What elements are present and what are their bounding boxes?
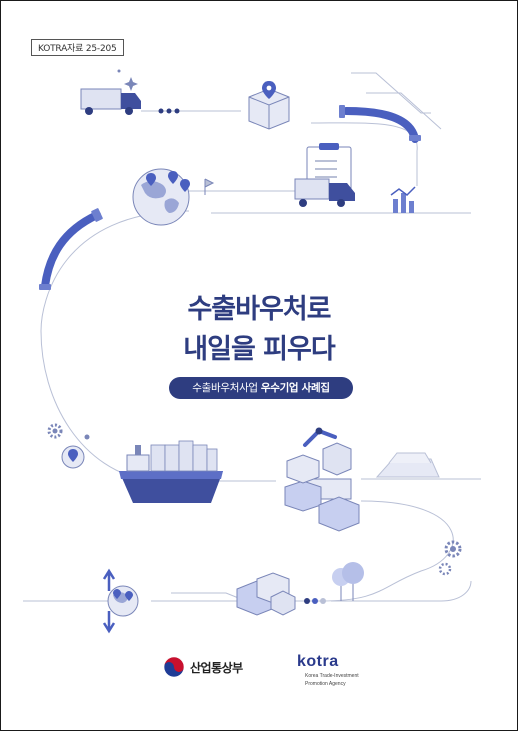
subtitle-bold: 우수기업 사례집 (260, 382, 330, 394)
cover-title-line2: 내일을 피우다 (183, 334, 335, 365)
kotra-subtitle-line2: Promotion Agency (305, 681, 346, 687)
subtitle-plain: 수출바우처사업 (192, 382, 258, 394)
kotra-wordmark: kotra (297, 653, 339, 670)
document-code: KOTRA자료 25-205 (31, 39, 124, 56)
subtitle-pill: 수출바우처사업 우수기업 사례집 (169, 377, 353, 399)
ministry-logo-block: 산업통상부 (163, 656, 243, 678)
ministry-name: 산업통상부 (190, 660, 243, 675)
cover-title-line1: 수출바우처로 (187, 294, 331, 325)
taegeuk-icon (163, 656, 185, 678)
kotra-subtitle-line1: Korea Trade-Investment (305, 673, 359, 679)
truck-top (80, 88, 180, 115)
kotra-logo-block: kotra Korea Trade-Investment Promotion A… (297, 653, 359, 687)
